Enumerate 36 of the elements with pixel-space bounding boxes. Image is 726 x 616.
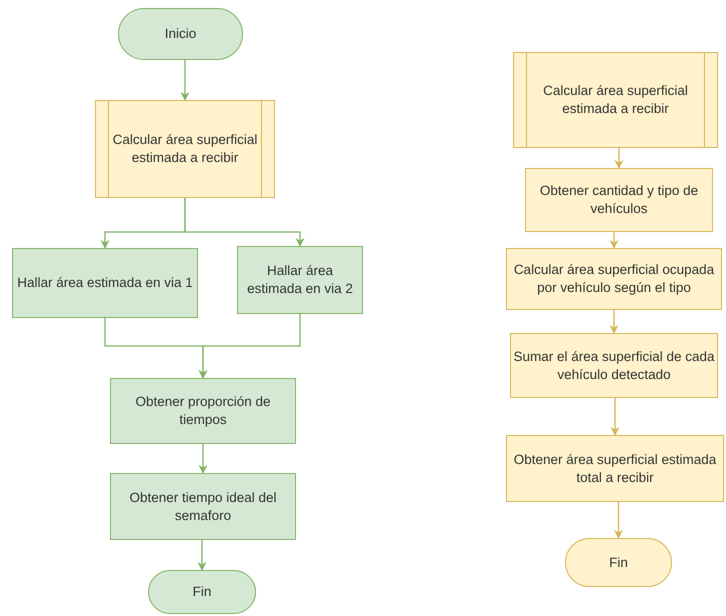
- arrow: [198, 314, 301, 379]
- arrow: [198, 540, 206, 571]
- step-label: Hallar área estimada en via 1: [17, 274, 193, 292]
- terminal-shape: [148, 570, 256, 614]
- terminal-shape: [118, 8, 243, 60]
- arrow: [614, 148, 624, 169]
- step-label: Obtener área superficial estimada total a recibir: [512, 450, 718, 486]
- subprocess-box: [513, 52, 718, 148]
- step-label: Obtener tiempo ideal del semaforo: [128, 488, 278, 524]
- step-label: Fin: [192, 583, 212, 601]
- step-label: Fin: [609, 554, 628, 572]
- arrow: [198, 444, 208, 474]
- process-box: [506, 248, 722, 310]
- step-label: Calcular área superficial estimada a recibir: [542, 82, 689, 118]
- process-box: [525, 168, 713, 232]
- process-box: [506, 435, 724, 502]
- process-box: [12, 248, 198, 318]
- step-label: Obtener proporción de tiempos: [134, 393, 272, 429]
- step-label: Hallar área estimada en via 2: [246, 262, 354, 298]
- process-box: [237, 246, 363, 314]
- arrow: [614, 502, 623, 539]
- step-label: Calcular área superficial ocupada por vehículo según el tipo: [512, 261, 716, 297]
- terminal-shape: [565, 538, 672, 587]
- arrow: [184, 198, 304, 247]
- step-label: Obtener cantidad y tipo de vehículos: [538, 182, 700, 218]
- arrow: [180, 60, 190, 101]
- process-box: [510, 333, 718, 398]
- arrow: [610, 310, 618, 334]
- arrow: [610, 232, 618, 249]
- process-box: [110, 378, 296, 444]
- step-label: Calcular área superficial estimada a recibir: [112, 131, 258, 167]
- process-box: [110, 473, 296, 540]
- subprocess-box: [95, 100, 275, 198]
- step-label: Sumar el área superficial de cada vehículo detectado: [512, 348, 716, 384]
- step-label: Inicio: [164, 25, 196, 43]
- arrow: [610, 398, 620, 436]
